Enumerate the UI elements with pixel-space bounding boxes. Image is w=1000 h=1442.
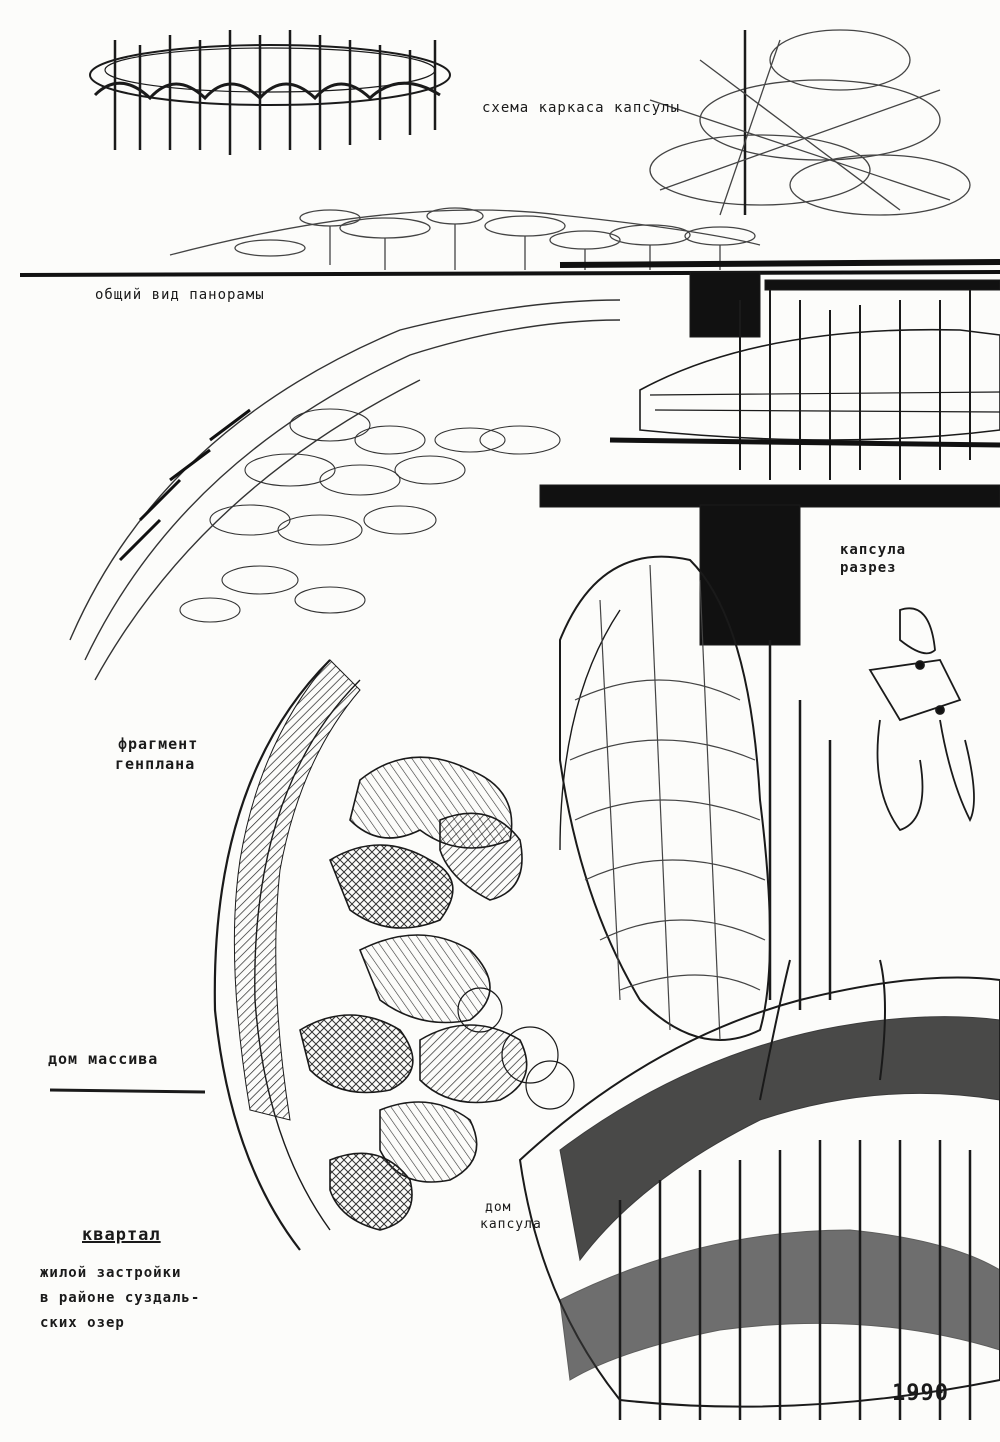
capsule-frame-scheme — [89, 30, 451, 155]
quarter-title: квартал — [82, 1225, 161, 1245]
year-label: 1990 — [892, 1381, 949, 1406]
site-plan-arc-sketch — [69, 299, 621, 681]
house-capsule-label-1: дом — [485, 1200, 512, 1215]
fragment-label-1: фрагмент — [118, 735, 199, 753]
capsule-section-label-1: капсула — [840, 542, 907, 558]
fragment-label-2: генплана — [115, 755, 196, 773]
mass-house-label: дом массива — [48, 1050, 159, 1068]
capsule-section-label-2: разрез — [840, 560, 897, 576]
capsule-tower-sketch — [559, 555, 832, 1041]
panorama-label: общий вид панорамы — [95, 287, 265, 303]
housing-cluster-sketch — [299, 756, 575, 1231]
mass-house-pointer — [49, 1088, 206, 1094]
panorama-sketch — [19, 207, 1000, 277]
quarter-desc-line-1: жилой застройки — [40, 1265, 182, 1281]
capsule-module-sketch — [868, 607, 975, 832]
capsule-perspective-sketch — [649, 29, 971, 216]
quarter-desc-line-2: в районе суздаль- — [40, 1290, 201, 1306]
district-plan-sketch — [213, 609, 621, 1251]
capsule-frame-label: схема каркаса капсулы — [482, 100, 681, 116]
capsule-section-sketch — [539, 271, 1000, 646]
quarter-desc-line-3: ских озер — [40, 1315, 125, 1331]
house-capsule-label-2: капсула — [480, 1217, 542, 1232]
